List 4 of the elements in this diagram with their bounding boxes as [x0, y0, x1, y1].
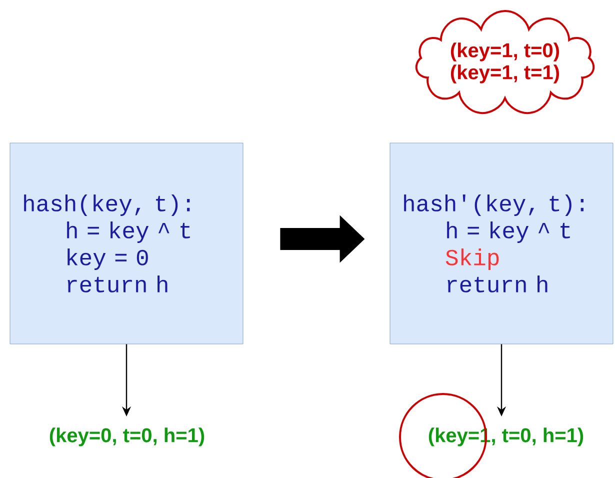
code-box: hash'(key, t): h = key ^ t Skip return h	[390, 142, 614, 344]
thought-cloud: (key=1, t=0) (key=1, t=1)	[415, 10, 595, 114]
code-box: hash(key, t): h = key ^ t key = 0 return h	[10, 142, 244, 344]
result-text: (key=0, t=0, h=1)	[50, 428, 204, 446]
